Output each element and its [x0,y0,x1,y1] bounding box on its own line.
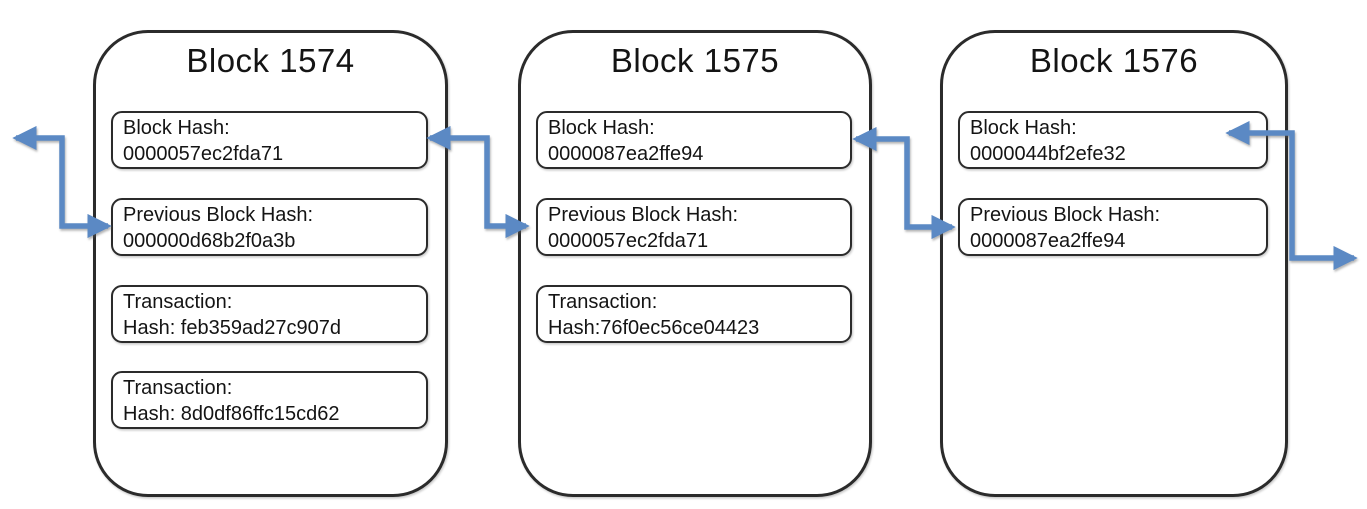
field-value: 0000057ec2fda71 [548,230,709,252]
field-label: Transaction: [123,377,233,399]
field-value: 0000057ec2fda71 [123,143,284,165]
field-value: 0000087ea2ffe94 [548,143,704,165]
block-1575: Block 1575 Block Hash: 0000087ea2ffe94 P… [518,30,872,497]
field-value: 000000d68b2f0a3b [123,230,296,252]
field-label: Block Hash: [548,117,655,139]
field-label: Previous Block Hash: [970,204,1161,226]
field-value: 0000044bf2efe32 [970,143,1126,165]
transaction-box-2: Transaction: Hash: 8d0df86ffc15cd62 [111,371,428,429]
field-label: Previous Block Hash: [548,204,739,226]
previous-block-hash-box: Previous Block Hash: 0000087ea2ffe94 [958,198,1268,256]
previous-block-hash-box: Previous Block Hash: 000000d68b2f0a3b [111,198,428,256]
block-hash-box: Block Hash: 0000057ec2fda71 [111,111,428,169]
field-label: Transaction: [123,291,233,313]
block-1576: Block 1576 Block Hash: 0000044bf2efe32 P… [940,30,1288,497]
field-value: 0000087ea2ffe94 [970,230,1126,252]
block-1574: Block 1574 Block Hash: 0000057ec2fda71 P… [93,30,448,497]
block-title: Block 1574 [186,42,355,79]
field-value: Hash: feb359ad27c907d [123,317,341,339]
transaction-box: Transaction: Hash:76f0ec56ce04423 [536,285,852,343]
block-title: Block 1576 [1029,42,1199,79]
field-label: Block Hash: [970,117,1077,139]
field-value: Hash:76f0ec56ce04423 [548,317,760,339]
transaction-box: Transaction: Hash: feb359ad27c907d [111,285,428,343]
block-title: Block 1575 [610,42,780,79]
field-label: Previous Block Hash: [123,204,314,226]
field-value: Hash: 8d0df86ffc15cd62 [123,403,340,425]
field-label: Transaction: [548,291,658,313]
previous-block-hash-box: Previous Block Hash: 0000057ec2fda71 [536,198,852,256]
block-hash-box: Block Hash: 0000087ea2ffe94 [536,111,852,169]
field-label: Block Hash: [123,117,230,139]
block-hash-box: Block Hash: 0000044bf2efe32 [958,111,1268,169]
